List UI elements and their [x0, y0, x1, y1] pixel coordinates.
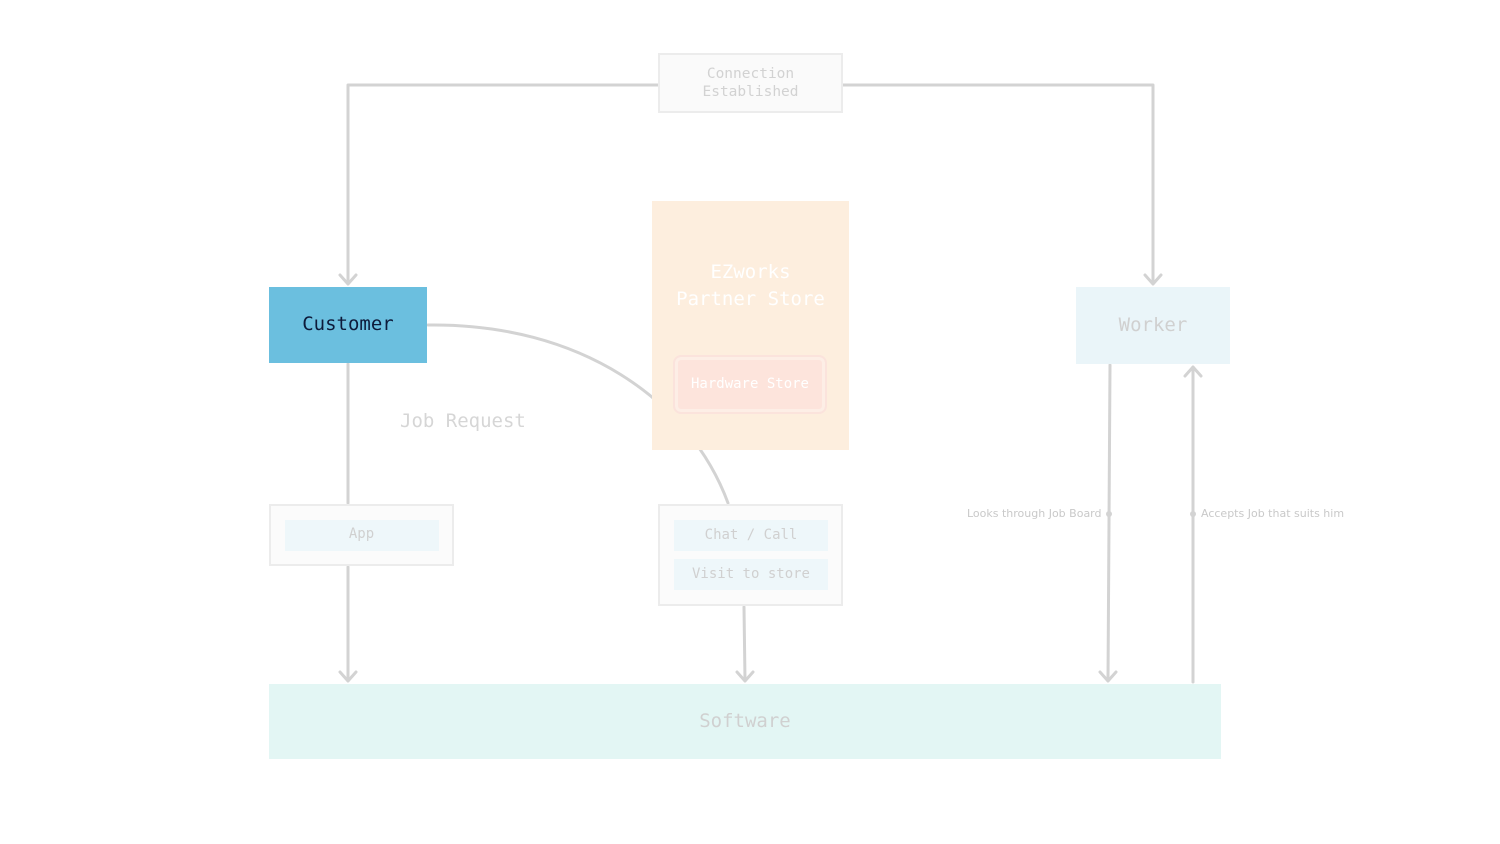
accepts-job-label: Accepts Job that suits him	[1201, 507, 1345, 520]
accepts-job-dot-icon	[1190, 511, 1196, 517]
app-to-software-arrowhead	[338, 670, 358, 683]
customer-node: Customer	[269, 287, 427, 363]
chat-call-node: Chat / Call	[674, 520, 828, 551]
connection-established-line-1: Connection	[706, 65, 795, 82]
app-node: App	[284, 519, 439, 551]
software-label: Software	[699, 709, 791, 732]
connection-to-worker-line	[840, 83, 1155, 285]
chat-call-label: Chat / Call	[704, 526, 798, 543]
worker-to-software-line	[1106, 363, 1112, 682]
connection-established-line-2: Established	[702, 84, 799, 100]
visit-store-node: Visit to store	[674, 559, 828, 590]
worker-to-software-arrowhead	[1098, 670, 1118, 683]
customer-label: Customer	[302, 313, 394, 336]
visit-store-label: Visit to store	[691, 565, 810, 582]
looks-through-job-board-label: Looks through Job Board	[967, 507, 1102, 520]
hardware-store-node: Hardware Store	[673, 355, 827, 414]
partner-store-title: EZworks Partner Store	[652, 259, 849, 313]
partner-store-title-line-1: EZworks	[710, 261, 791, 283]
connection-to-customer-line	[346, 83, 661, 285]
connection-to-customer-arrowhead	[338, 273, 358, 286]
connection-to-worker-arrowhead	[1143, 273, 1163, 286]
hardware-store-label: Hardware Store	[690, 375, 809, 392]
connection-established-node: Connection Established	[658, 53, 843, 113]
app-label: App	[348, 526, 375, 543]
contact-options-container: Chat / Call Visit to store	[658, 504, 843, 606]
software-to-worker-arrowhead	[1183, 365, 1203, 378]
app-container: App	[269, 504, 454, 566]
partner-store-title-line-2: Partner Store	[676, 288, 825, 310]
chat-to-software-arrowhead	[735, 670, 755, 683]
customer-to-chat-curve	[426, 323, 730, 505]
partner-store-node: EZworks Partner Store Hardware Store	[652, 201, 849, 450]
looks-through-dot-icon	[1106, 511, 1112, 517]
worker-node: Worker	[1076, 287, 1230, 364]
chat-to-software-line	[742, 605, 747, 682]
worker-label: Worker	[1118, 313, 1188, 336]
software-node: Software	[269, 684, 1221, 759]
job-request-label: Job Request	[400, 410, 526, 432]
